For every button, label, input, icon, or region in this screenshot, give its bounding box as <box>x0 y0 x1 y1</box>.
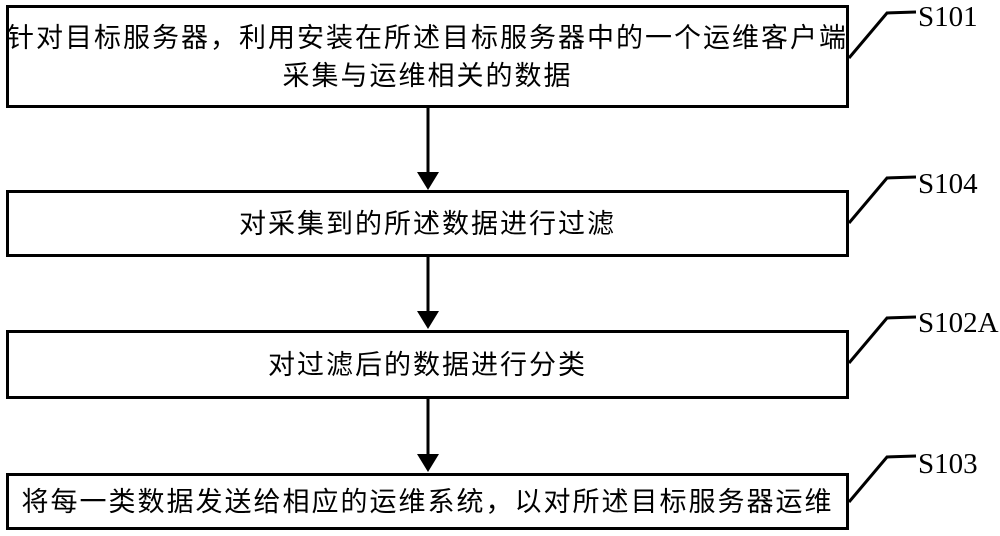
arrow-down-icon <box>417 399 439 472</box>
leader-line-s103 <box>847 454 917 503</box>
leader-line-s102a <box>847 315 917 364</box>
step-text-line: 将每一类数据发送给相应的运维系统，以对所述目标服务器运维 <box>21 486 834 517</box>
leader-line-s101 <box>847 10 917 59</box>
step-text-line: 针对目标服务器，利用安装在所述目标服务器中的一个运维客户端 <box>7 22 848 53</box>
step-label-s102a: S102A <box>918 307 999 339</box>
step-text-line: 采集与运维相关的数据 <box>282 60 573 91</box>
step-label-s103: S103 <box>918 448 978 480</box>
flow-step-box-dispatch: 将每一类数据发送给相应的运维系统，以对所述目标服务器运维 <box>6 473 849 530</box>
step-text-line: 对过滤后的数据进行分类 <box>268 349 587 380</box>
arrow-down-icon <box>417 108 439 190</box>
flow-step-box-classify: 对过滤后的数据进行分类 <box>6 330 849 399</box>
flow-step-box-filter: 对采集到的所述数据进行过滤 <box>6 190 849 257</box>
arrow-down-icon <box>417 257 439 329</box>
step-text-line: 对采集到的所述数据进行过滤 <box>239 208 616 239</box>
flow-step-box-collect: 针对目标服务器，利用安装在所述目标服务器中的一个运维客户端 采集与运维相关的数据 <box>6 5 849 108</box>
step-label-s104: S104 <box>918 168 978 200</box>
step-label-s101: S101 <box>918 1 978 33</box>
leader-line-s104 <box>847 175 917 224</box>
